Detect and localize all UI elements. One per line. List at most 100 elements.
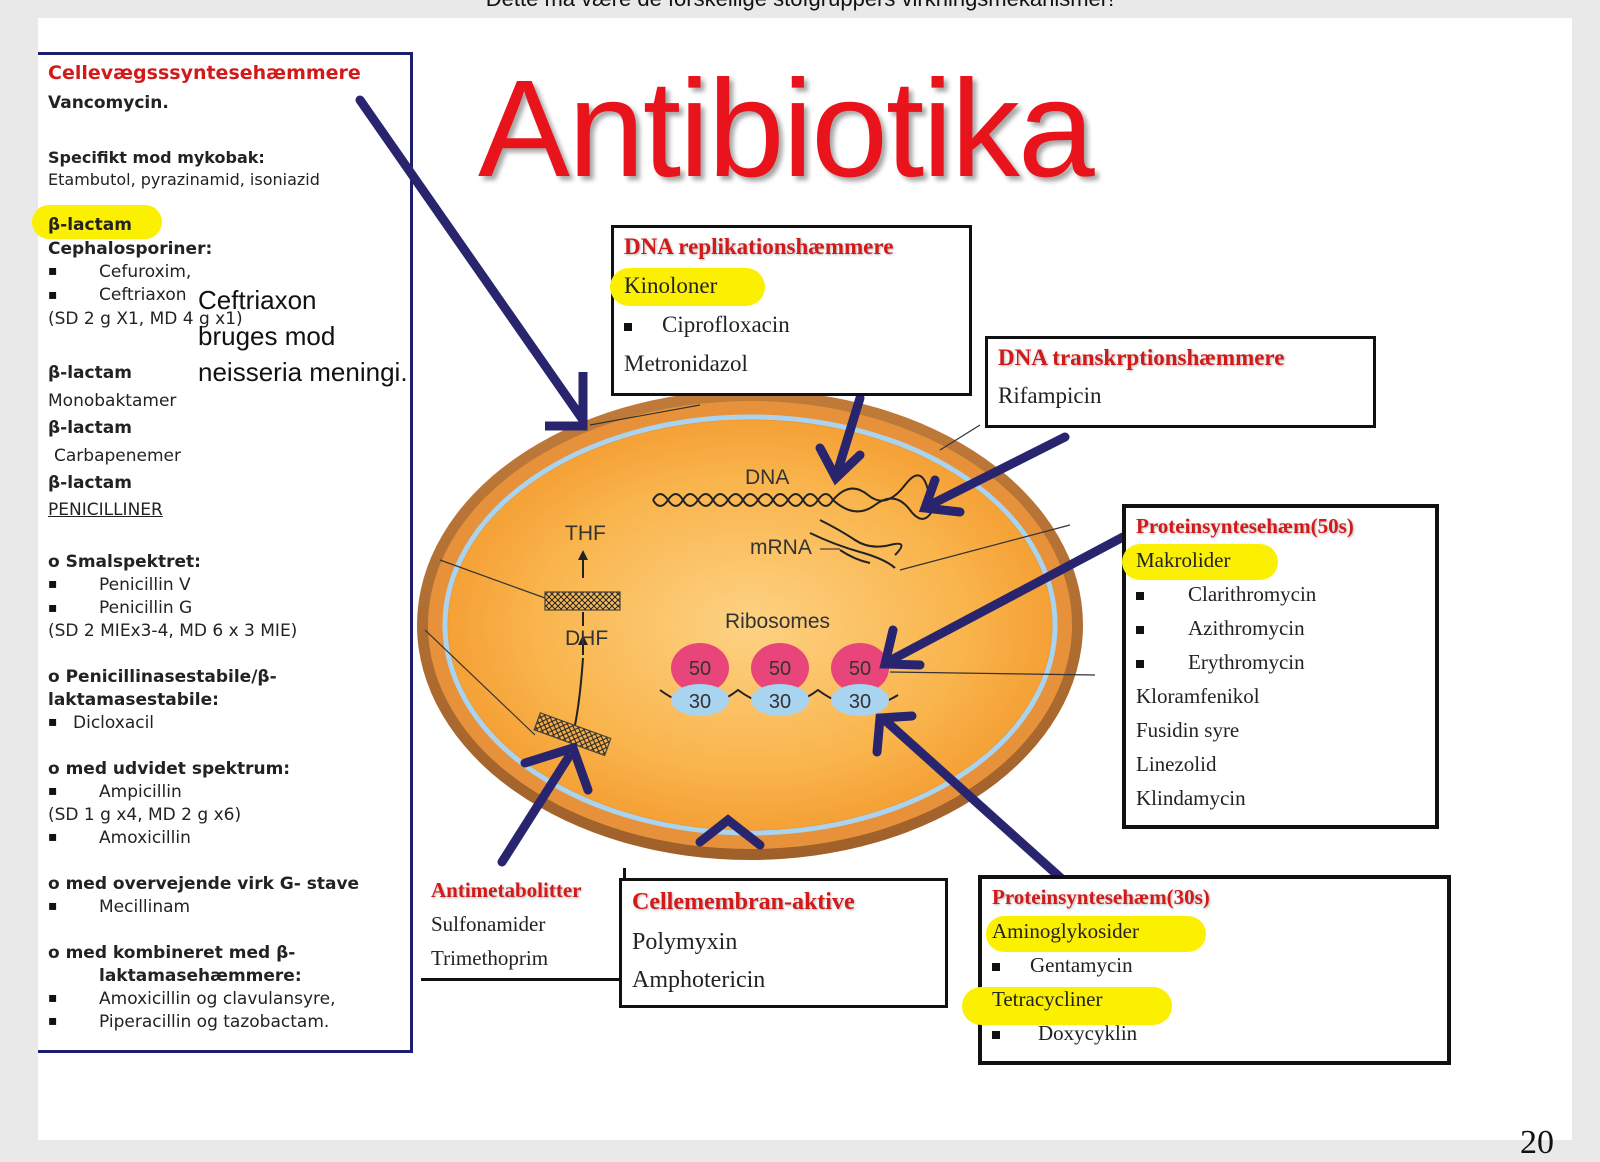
penicillin-dose: (SD 2 MIEx3-4, MD 6 x 3 MIE) bbox=[48, 621, 298, 641]
bullet-square bbox=[1136, 660, 1144, 669]
tetracycliner-text: Tetracycliner bbox=[992, 987, 1103, 1011]
mrna-label: mRNA bbox=[750, 536, 812, 559]
cytoplasm bbox=[448, 420, 1052, 830]
sulfonamider-text: Sulfonamider bbox=[431, 912, 546, 936]
dna-label: DNA bbox=[745, 466, 789, 489]
ribosome-30-label: 30 bbox=[849, 691, 871, 713]
makrolider-text: Makrolider bbox=[1136, 548, 1231, 572]
note-line-3: neisseria meningi. bbox=[198, 357, 408, 387]
fusidin-syre-text: Fusidin syre bbox=[1136, 718, 1240, 742]
ribosomes bbox=[659, 643, 899, 716]
dhf-label: DHF bbox=[565, 627, 608, 650]
dna-replication-heading: DNA replikationshæmmere bbox=[624, 234, 894, 259]
gentamycin-text: Gentamycin bbox=[1030, 953, 1133, 977]
blactam-label-4: β-lactam bbox=[48, 473, 132, 493]
antimetabolites-heading: Antimetabolitter bbox=[431, 878, 582, 902]
penicilliner-link[interactable]: PENICILLINER bbox=[48, 500, 163, 520]
note-line-2: bruges mod bbox=[198, 321, 336, 351]
dna-transcription-box: DNA transkrptionshæmmere Rifampicin bbox=[985, 336, 1376, 428]
linezolid-text: Linezolid bbox=[1136, 752, 1217, 776]
cell-wall-heading: Cellevægsssyntesehæmmere bbox=[48, 62, 361, 84]
arrows bbox=[355, 95, 1128, 885]
bullet: ▪ bbox=[48, 829, 58, 845]
azithromycin-text: Azithromycin bbox=[1188, 616, 1305, 640]
amoxicillin-text: Amoxicillin bbox=[99, 828, 191, 848]
bullet-square bbox=[992, 1031, 1000, 1040]
blactam-label-3: β-lactam bbox=[48, 418, 132, 438]
mrna-strands bbox=[809, 519, 903, 569]
cell-membrane-box: Cellemembran-aktive Polymyxin Amphoteric… bbox=[619, 878, 948, 1008]
bullet: ▪ bbox=[48, 287, 58, 303]
ribosome-30-label: 30 bbox=[769, 691, 791, 713]
metronidazol-text: Metronidazol bbox=[624, 351, 748, 376]
erythromycin-text: Erythromycin bbox=[1188, 650, 1305, 674]
penicillin-v-text: Penicillin V bbox=[99, 575, 191, 595]
vancomycin-text: Vancomycin. bbox=[48, 93, 169, 113]
highlight-kinoloner bbox=[610, 268, 765, 306]
protein-50s-heading: Proteinsyntesehæm(50s) bbox=[1136, 514, 1354, 538]
bullet-square bbox=[992, 963, 1000, 972]
udvidet-label: o med udvidet spektrum: bbox=[48, 759, 291, 779]
kombineret-label-2: laktamasehæmmere: bbox=[99, 966, 302, 986]
kombineret-label-1: o med kombineret med β- bbox=[48, 943, 296, 963]
ampicillin-dose: (SD 1 g x4, MD 2 g x6) bbox=[48, 805, 242, 825]
ribosome-50-label: 50 bbox=[689, 658, 711, 680]
mecillinam-text: Mecillinam bbox=[99, 897, 191, 917]
folate-pathway bbox=[533, 550, 621, 757]
ribosome-30-label: 30 bbox=[689, 691, 711, 713]
doxycyklin-text: Doxycyklin bbox=[1038, 1021, 1138, 1045]
ceftriaxon-note: Ceftriaxon bruges mod neisseria meningi. bbox=[198, 282, 408, 390]
highlight-tetracycliner bbox=[962, 987, 1172, 1025]
pip-tazo-text: Piperacillin og tazobactam. bbox=[99, 1012, 330, 1032]
aminoglykosider-text: Aminoglykosider bbox=[992, 919, 1139, 943]
cefuroxim-text: Cefuroxim, bbox=[99, 262, 192, 282]
ciprofloxacin-text: Ciprofloxacin bbox=[662, 312, 790, 337]
cell-membrane-heading: Cellemembran-aktive bbox=[632, 889, 855, 915]
penicillin-g-text: Penicillin G bbox=[99, 598, 193, 618]
blactam-label-2: β-lactam bbox=[48, 363, 132, 383]
protein-30s-heading: Proteinsyntesehæm(30s) bbox=[992, 885, 1210, 909]
penicillinase-label-2: laktamasestabile: bbox=[48, 690, 219, 710]
monobaktamer-text: Monobaktamer bbox=[48, 391, 177, 411]
clarithromycin-text: Clarithromycin bbox=[1188, 582, 1317, 606]
bullet: ▪ bbox=[48, 783, 58, 799]
trimethoprim-text: Trimethoprim bbox=[431, 946, 549, 970]
ceftriaxon-text: Ceftriaxon bbox=[99, 285, 187, 305]
highlight-blactam bbox=[32, 205, 162, 239]
kloramfenikol-text: Kloramfenikol bbox=[1136, 684, 1260, 708]
bullet: ▪ bbox=[48, 990, 58, 1006]
dna-strand bbox=[652, 474, 936, 520]
bullet: ▪ bbox=[48, 263, 58, 279]
ribosome-50-label: 50 bbox=[849, 658, 871, 680]
dna-replication-box: DNA replikationshæmmere Kinoloner Ciprof… bbox=[610, 225, 972, 396]
top-caption: Dette må være de forskellige stofgrupper… bbox=[0, 0, 1600, 12]
mykobak-drugs: Etambutol, pyrazinamid, isoniazid bbox=[48, 170, 320, 189]
page-number: 20 bbox=[1520, 1124, 1554, 1161]
overvejende-label: o med overvejende virk G- stave bbox=[48, 874, 360, 894]
pointer-lines bbox=[424, 404, 1096, 736]
bullet: ▪ bbox=[48, 576, 58, 592]
ceftriaxon-dose: (SD 2 g X1, MD 4 g x1) bbox=[48, 309, 243, 329]
highlight-makrolider bbox=[1122, 544, 1278, 580]
thf-label: THF bbox=[565, 522, 606, 545]
note-line-1: Ceftriaxon bbox=[198, 285, 317, 315]
amox-clav-text: Amoxicillin og clavulansyre, bbox=[99, 989, 336, 1009]
protein-synthesis-30s-box: Proteinsyntesehæm(30s) Aminoglykosider G… bbox=[962, 875, 1451, 1065]
carbapenemer-text: Carbapenemer bbox=[54, 446, 181, 466]
rifampicin-text: Rifampicin bbox=[998, 383, 1102, 408]
blactam-label-1: β-lactam bbox=[48, 215, 132, 235]
ampicillin-text: Ampicillin bbox=[99, 782, 182, 802]
bullet-square bbox=[624, 322, 632, 331]
kinoloner-text: Kinoloner bbox=[624, 273, 718, 298]
ribosome-50-label: 50 bbox=[769, 658, 791, 680]
penicillinase-label-1: o Penicillinasestabile/β- bbox=[48, 667, 277, 687]
polymyxin-text: Polymyxin bbox=[632, 929, 738, 955]
klindamycin-text: Klindamycin bbox=[1136, 786, 1246, 810]
bullet: ▪ bbox=[48, 1013, 58, 1029]
bullet: ▪ bbox=[48, 898, 58, 914]
protein-synthesis-50s-box: Proteinsyntesehæm(50s) Makrolider Clarit… bbox=[1122, 504, 1439, 829]
dna-transcription-heading: DNA transkrptionshæmmere bbox=[998, 345, 1285, 370]
antimetabolites-box: Antimetabolitter Sulfonamider Trimethopr… bbox=[421, 868, 626, 981]
dicloxacil-text: Dicloxacil bbox=[73, 713, 155, 733]
